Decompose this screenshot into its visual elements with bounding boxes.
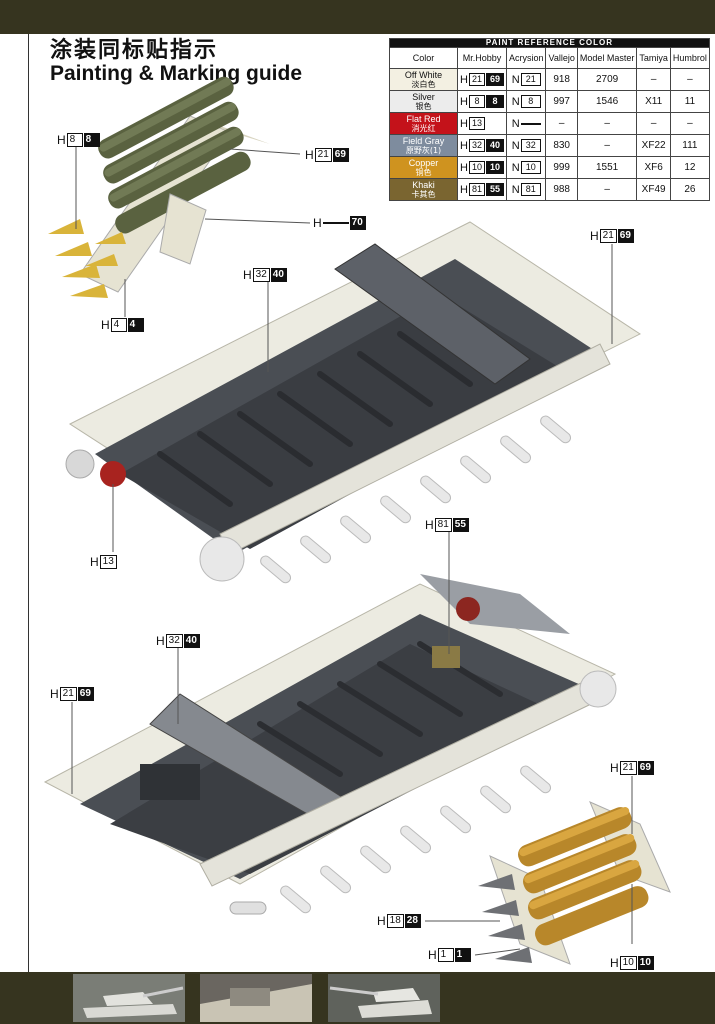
paint-column-header: Model Master — [576, 47, 638, 69]
hull-upper-illustration — [65, 221, 641, 584]
humbrol-code: – — [669, 112, 710, 135]
color-name: Field Gray — [402, 135, 445, 146]
bottom-thumbnail-strip — [0, 972, 715, 1024]
model-master-code: 1546 — [576, 90, 638, 113]
color-name: Khaki — [412, 179, 435, 190]
color-name-chinese: 原野灰(1) — [405, 145, 442, 155]
acrysion-code: N — [505, 112, 547, 135]
humbrol-code: 11 — [669, 90, 710, 113]
page-margin-line — [28, 34, 29, 972]
paint-column-header: Color — [389, 47, 458, 69]
paint-table-title: PAINT REFERENCE COLOR — [389, 38, 710, 48]
model-master-code: – — [576, 134, 638, 157]
instruction-page: 涂装同标贴指示 Painting & Marking guide — [0, 34, 715, 972]
paint-column-header: Tamiya — [636, 47, 671, 69]
color-name-chinese: 银色 — [415, 101, 432, 111]
paint-column-header: Humbrol — [669, 47, 710, 69]
humbrol-code: – — [669, 68, 710, 91]
color-name-chinese: 消光红 — [411, 123, 436, 133]
tamiya-code: X11 — [636, 90, 671, 113]
page-title-chinese: 涂装同标贴指示 — [50, 38, 219, 63]
top-frame-bar — [0, 0, 715, 34]
color-name: Off White — [404, 69, 443, 80]
model-master-code: 2709 — [576, 68, 638, 91]
thumbnail-tank-front[interactable] — [328, 974, 440, 1022]
vallejo-code: 830 — [545, 134, 578, 157]
vallejo-code: 988 — [545, 178, 578, 201]
tamiya-code: XF49 — [636, 178, 671, 201]
vallejo-code: 997 — [545, 90, 578, 113]
color-name-chinese: 卡其色 — [411, 189, 436, 199]
color-name-chinese: 淡白色 — [411, 79, 436, 89]
vallejo-code: 918 — [545, 68, 578, 91]
color-name: Copper — [408, 157, 439, 168]
ammo-rack-bottom-illustration — [478, 801, 671, 965]
humbrol-code: 12 — [669, 156, 710, 179]
color-name-chinese: 铜色 — [415, 167, 432, 177]
vallejo-code: – — [545, 112, 578, 135]
model-master-code: – — [576, 112, 638, 135]
tamiya-code: XF22 — [636, 134, 671, 157]
hull-illustrations — [43, 76, 671, 965]
vallejo-code: 999 — [545, 156, 578, 179]
humbrol-code: 26 — [669, 178, 710, 201]
tamiya-code: – — [636, 68, 671, 91]
hull-lower-illustration — [43, 574, 617, 915]
tamiya-code: – — [636, 112, 671, 135]
paint-column-header: Acrysion — [505, 47, 547, 69]
tamiya-code: XF6 — [636, 156, 671, 179]
paint-column-header: Vallejo — [545, 47, 578, 69]
ammo-rack-top-illustration — [48, 76, 270, 298]
model-master-code: – — [576, 178, 638, 201]
page-title: Painting & Marking guide — [50, 62, 303, 85]
model-master-code: 1551 — [576, 156, 638, 179]
thumbnail-hull-detail[interactable] — [200, 974, 312, 1022]
thumbnail-tank-side[interactable] — [73, 974, 185, 1022]
color-name: Flat Red — [406, 113, 441, 124]
color-name: Silver — [412, 91, 435, 102]
paint-column-header: Mr.Hobby — [457, 47, 507, 69]
humbrol-code: 111 — [669, 134, 710, 157]
